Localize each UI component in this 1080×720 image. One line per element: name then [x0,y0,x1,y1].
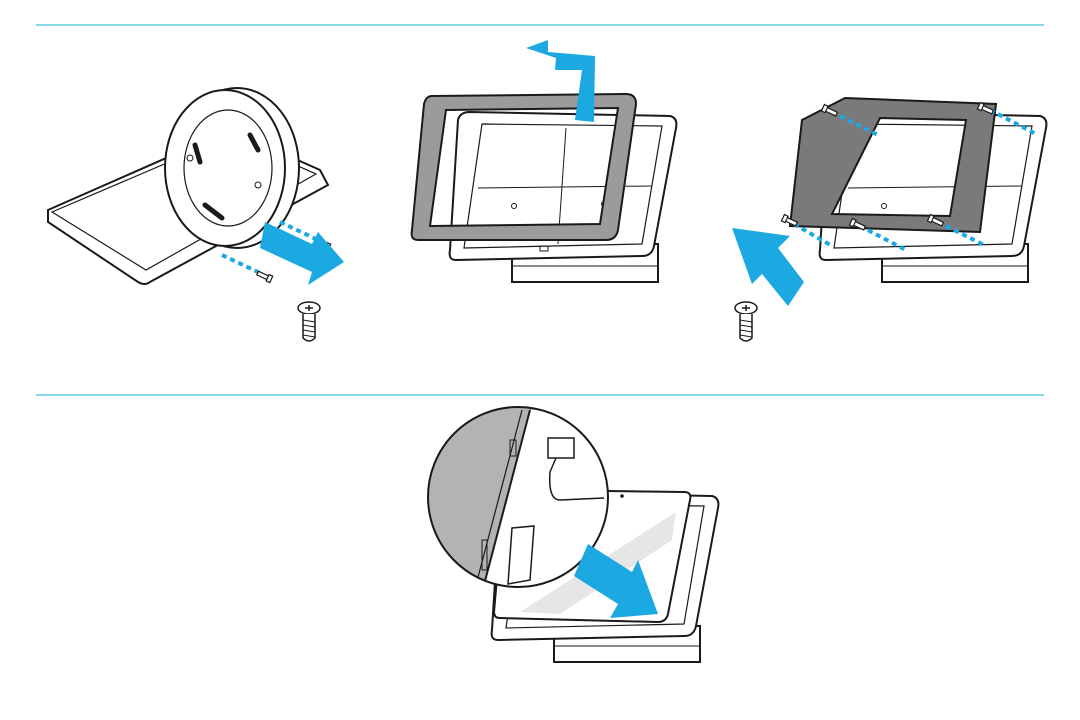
step-4-connect-cable [428,407,718,662]
dotted-guide-icon [222,255,258,272]
screw-icon [298,302,320,341]
step-1-remove-screws [48,88,344,341]
round-mount-face [165,90,285,246]
step-3-attach-bracket [732,98,1046,341]
step-2-remove-frame [412,40,677,282]
arrow-icon [732,228,804,306]
screw-icon [735,302,757,341]
screw-icon [256,270,273,283]
